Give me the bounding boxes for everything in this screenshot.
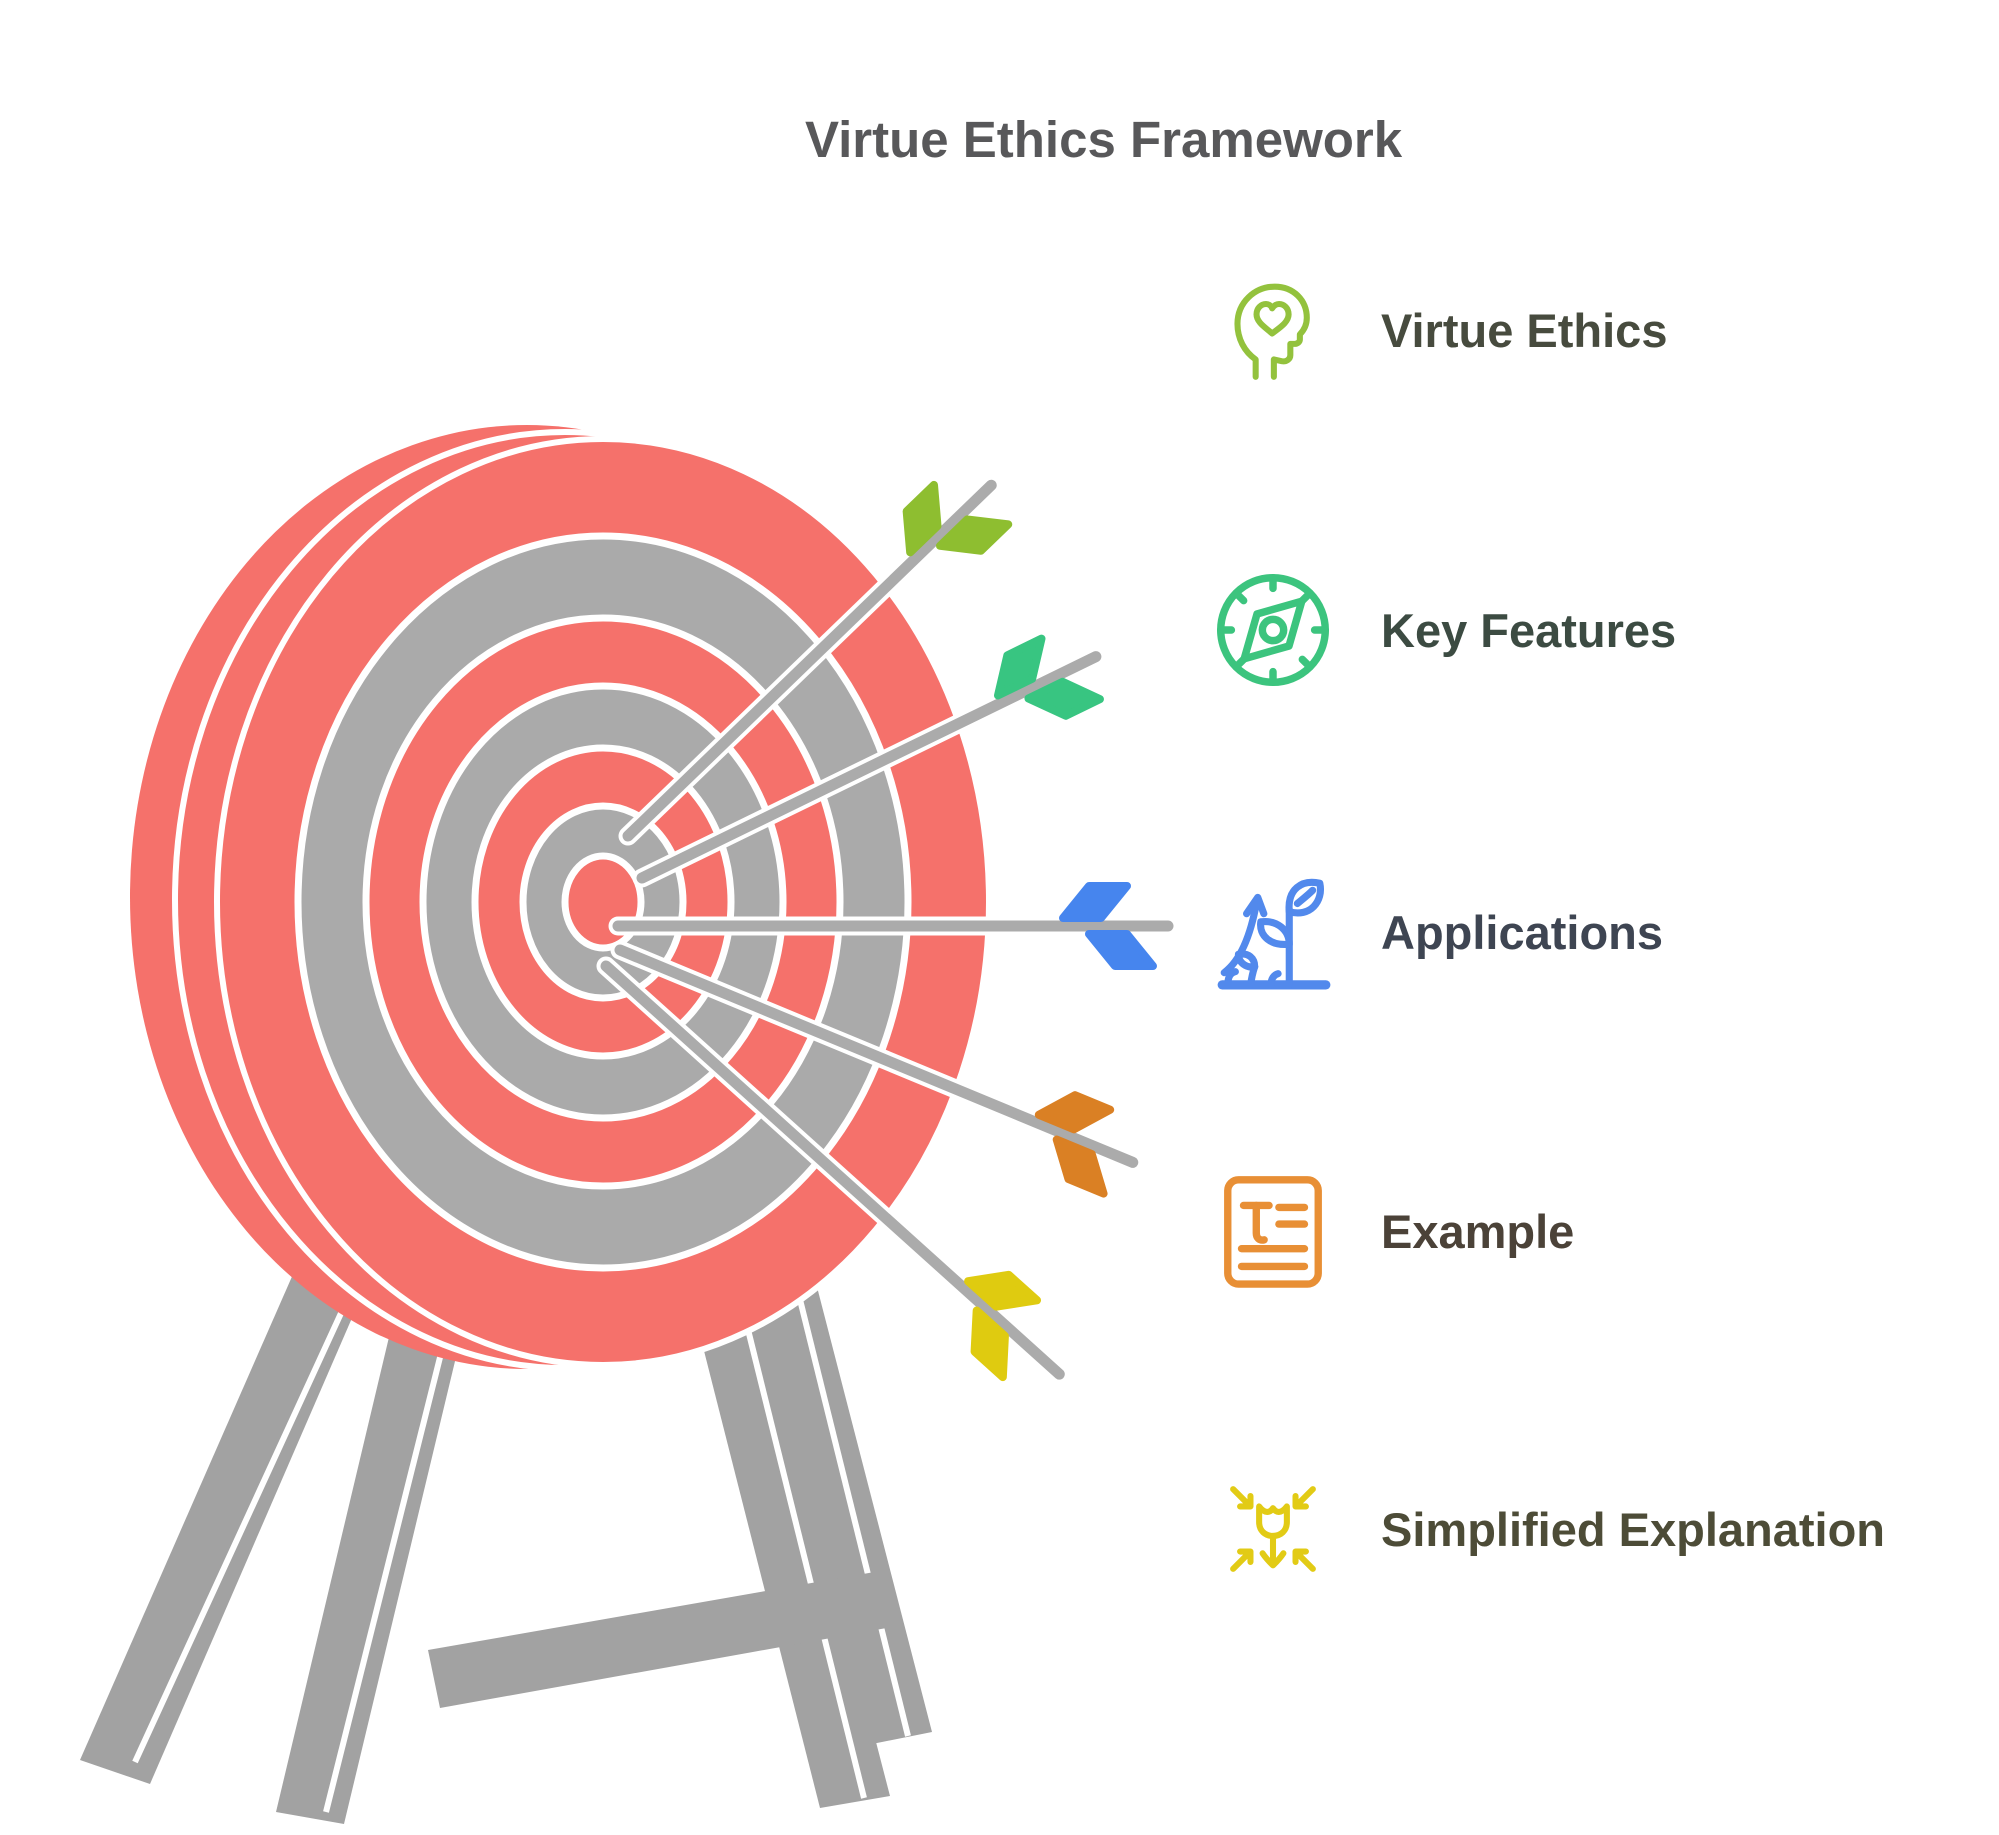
legend-item-example: Example xyxy=(1180,1156,1574,1306)
fletching xyxy=(964,1270,1042,1382)
legend-item-label: Key Features xyxy=(1381,603,1677,657)
flower-focus-icon xyxy=(1180,1465,1365,1593)
legend-item-key-features: Key Features xyxy=(1180,555,1676,705)
arrow-orange xyxy=(610,940,1143,1198)
fletching xyxy=(902,480,1013,557)
legend-item-label: Simplified Explanation xyxy=(1381,1502,1886,1556)
legend-item-label: Virtue Ethics xyxy=(1381,303,1668,357)
arrow-emerald xyxy=(632,634,1106,888)
head-heart-icon xyxy=(1180,266,1365,394)
growth-plant-icon xyxy=(1180,868,1365,996)
legend-item-applications: Applications xyxy=(1180,857,1663,1007)
target-arrows xyxy=(596,475,1178,1384)
text-document-icon xyxy=(1180,1167,1365,1295)
fletching xyxy=(1059,882,1157,970)
compass-icon xyxy=(1180,566,1365,694)
arrow-yellow-green xyxy=(618,475,1013,846)
target-board xyxy=(130,425,992,1371)
arrow-blue xyxy=(608,882,1178,970)
legend-item-label: Example xyxy=(1381,1204,1575,1258)
fletching xyxy=(1034,1091,1115,1198)
legend-item-simplified-explanation: Simplified Explanation xyxy=(1180,1454,1885,1604)
legend-item-label: Applications xyxy=(1381,905,1664,959)
fletching xyxy=(994,634,1104,720)
legend-item-virtue-ethics: Virtue Ethics xyxy=(1180,255,1667,405)
page-title: Virtue Ethics Framework xyxy=(805,111,1403,168)
arrow-yellow xyxy=(596,956,1069,1384)
